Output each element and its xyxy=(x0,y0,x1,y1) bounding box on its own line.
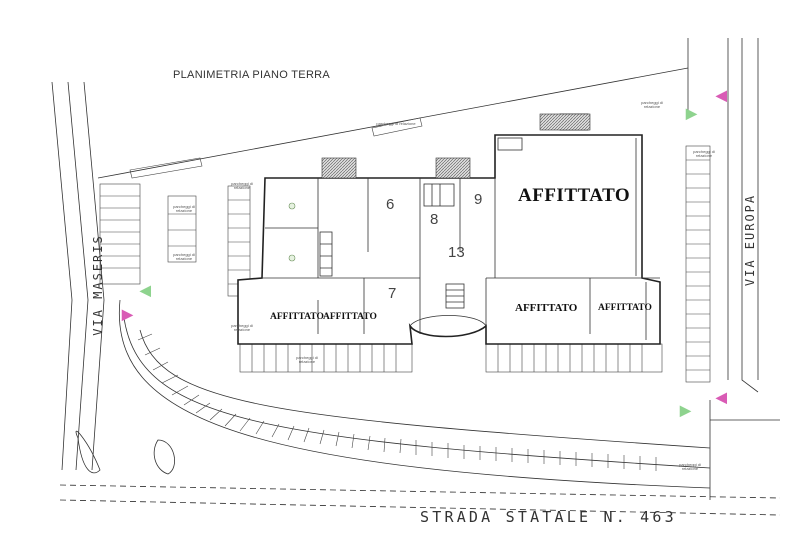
unit-number-8: 8 xyxy=(430,211,439,228)
parking-label-sw: parcheggi di relazione xyxy=(231,323,253,333)
rented-label-large-unit: AFFITTATO xyxy=(518,185,631,206)
unit-number-9: 9 xyxy=(474,191,483,208)
parking-label-west-2: parcheggi di relazione xyxy=(173,252,195,262)
rented-label-unit-left: AFFITTATO xyxy=(270,312,324,322)
east-parking xyxy=(685,145,711,383)
parking-label-nw: parcheggi di relazione xyxy=(231,181,253,191)
technical-rooms xyxy=(321,113,591,179)
parking-label-east: parcheggi di relazione xyxy=(693,149,715,159)
arrow-right-icon: ▶ xyxy=(122,306,133,322)
unit-markers xyxy=(288,202,296,262)
arrow-left-icon: ◀ xyxy=(716,87,727,103)
arrow-right-icon: ▶ xyxy=(680,402,691,418)
parking-label-se: parcheggi di relazione xyxy=(679,462,701,472)
curved-parking xyxy=(137,333,657,471)
road-label-via-europa: VIA EUROPA xyxy=(743,193,757,287)
unit-number-7: 7 xyxy=(388,285,397,302)
parking-label-west: parcheggi di relazione xyxy=(173,204,195,214)
arrow-left-icon: ◀ xyxy=(140,282,151,298)
arrow-right-icon: ▶ xyxy=(686,105,697,121)
site-outline xyxy=(51,38,781,516)
rented-label-unit-right: AFFITTATO xyxy=(598,303,652,313)
plan-title: PLANIMETRIA PIANO TERRA xyxy=(173,69,331,81)
road-label-via-maseris: VIA MASERIS xyxy=(91,234,105,336)
road-label-strada-statale: STRADA STATALE N. 463 xyxy=(420,508,677,526)
rented-label-unit-mid-right: AFFITTATO xyxy=(515,302,578,314)
building xyxy=(237,134,661,345)
interior-walls xyxy=(262,113,660,340)
unit-number-6: 6 xyxy=(386,196,395,213)
parking-label-north: parcheggi di relazione xyxy=(376,121,416,126)
unit-number-13: 13 xyxy=(448,244,465,261)
rented-label-unit-mid-left: AFFITTATO xyxy=(323,312,377,322)
arrow-left-icon: ◀ xyxy=(716,389,727,405)
parking-label-ne: parcheggi di relazione xyxy=(641,100,663,110)
parking-label-south: parcheggi di relazione xyxy=(296,355,318,365)
